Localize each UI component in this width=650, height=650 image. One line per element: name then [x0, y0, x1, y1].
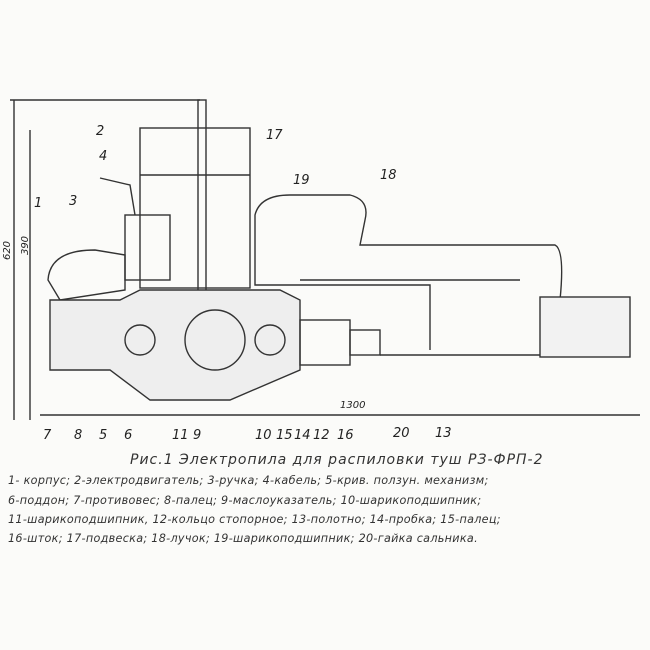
legend-line-3: 11-шарикоподшипник, 12-кольцо стопорное;… — [8, 513, 501, 526]
callout-20: 20 — [393, 426, 410, 441]
figure-title: Рис.1 Электропила для распиловки туш РЗ-… — [130, 452, 544, 468]
callout-11: 11 — [172, 428, 189, 443]
dimension-length: 1300 — [340, 400, 366, 411]
callout-15: 15 — [276, 428, 293, 443]
callout-6: 6 — [124, 428, 133, 443]
callout-8: 8 — [74, 428, 83, 443]
callout-7: 7 — [43, 428, 52, 443]
callout-12: 12 — [313, 428, 330, 443]
callout-17: 17 — [266, 128, 283, 143]
legend-line-2: 6-поддон; 7-противовес; 8-палец; 9-масло… — [8, 494, 482, 507]
callout-4: 4 — [99, 149, 108, 164]
dimension-height-body: 390 — [20, 235, 32, 256]
callout-13: 13 — [435, 426, 452, 441]
callout-9: 9 — [193, 428, 202, 443]
callout-2: 2 — [96, 124, 105, 139]
dimension-height-total: 620 — [2, 240, 14, 261]
callout-16: 16 — [337, 428, 354, 443]
callout-14: 14 — [294, 428, 311, 443]
callout-1: 1 — [34, 196, 43, 211]
legend-line-1: 1- корпус; 2-электродвигатель; 3-ручка; … — [8, 474, 489, 487]
callout-5: 5 — [99, 428, 108, 443]
callout-3: 3 — [69, 194, 78, 209]
callout-18: 18 — [380, 168, 397, 183]
legend-line-4: 16-шток; 17-подвеска; 18-лучок; 19-шарик… — [8, 532, 478, 545]
callout-19: 19 — [293, 173, 310, 188]
callout-10: 10 — [255, 428, 272, 443]
